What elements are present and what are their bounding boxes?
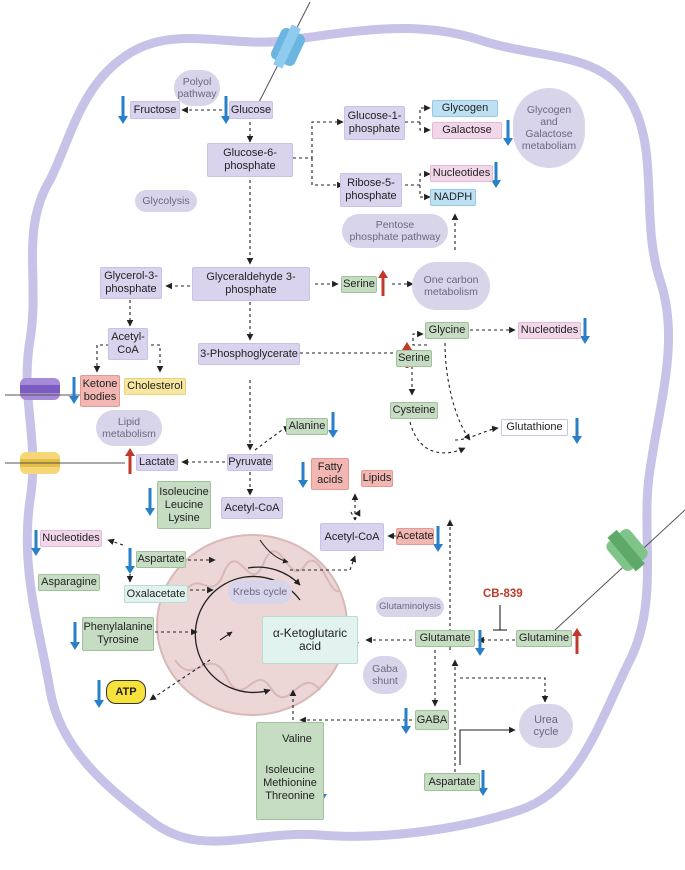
node-glycine: Glycine bbox=[425, 322, 469, 339]
down-arrow-glutamate bbox=[475, 630, 485, 656]
label-krebs-cycle: Krebs cycle bbox=[228, 580, 292, 604]
node-alpha-ketoglutaric-acid: α-Ketoglutaric acid bbox=[262, 616, 358, 664]
node-asparagine: Asparagine bbox=[38, 574, 100, 591]
node-lactate: Lactate bbox=[136, 454, 178, 471]
label-gaba-shunt: Gaba shunt bbox=[363, 656, 407, 694]
down-arrow-ketone bbox=[69, 377, 79, 404]
down-arrow-gaba bbox=[401, 708, 411, 734]
label-pentose-phosphate-pathway: Pentose phosphate pathway bbox=[342, 214, 448, 248]
node-fatty-acids: Fatty acids bbox=[311, 458, 349, 490]
node-fructose: Fructose bbox=[130, 101, 180, 119]
down-arrow-fructose bbox=[118, 96, 128, 124]
node-glutathione: Glutathione bbox=[501, 419, 568, 436]
down-arrow-acetate bbox=[433, 526, 443, 552]
node-valine-group: Valine Isoleucine Methionine Threonine bbox=[256, 722, 324, 820]
cell-membrane bbox=[22, 23, 674, 846]
node-alanine: Alanine bbox=[286, 418, 328, 435]
down-arrow-aspartate-left bbox=[125, 548, 135, 574]
node-galactose: Galactose bbox=[432, 122, 502, 139]
label-glycogen-galactose-metabolism: Glycogen and Galactose metaboliam bbox=[513, 88, 585, 168]
up-arrow-glutamine bbox=[572, 628, 582, 654]
node-isoleucine-methionine-threonine: Isoleucine Methionine Threonine bbox=[263, 764, 317, 802]
label-one-carbon-metabolism: One carbon metabolism bbox=[412, 262, 490, 310]
label-urea-cycle: Urea cycle bbox=[519, 704, 573, 748]
node-aspartate-bottom: Aspartate bbox=[424, 773, 480, 791]
node-atp: ATP bbox=[106, 680, 146, 704]
down-arrow-nucleotides-top bbox=[491, 162, 501, 188]
node-nucleotides-top: Nucleotides bbox=[430, 165, 493, 182]
node-oxalacetate: Oxalacetate bbox=[124, 585, 188, 603]
node-lipids: Lipids bbox=[361, 470, 393, 487]
node-serine-mid: Serine bbox=[396, 350, 432, 367]
node-aspartate-left: Aspartate bbox=[136, 551, 186, 568]
node-nucleotides-mid: Nucleotides bbox=[518, 322, 581, 339]
node-glyceraldehyde-3-phosphate: Glyceraldehyde 3- phosphate bbox=[192, 267, 310, 301]
node-glucose-1-phosphate: Glucose-1- phosphate bbox=[344, 106, 405, 140]
node-glucose: Glucose bbox=[229, 101, 273, 119]
down-arrow-alanine bbox=[328, 412, 338, 438]
down-arrow-fatty-acids bbox=[298, 462, 308, 488]
up-arrow-serine-top bbox=[378, 270, 388, 296]
label-polyol-pathway: Polyol pathway bbox=[174, 70, 220, 106]
down-arrow-glutathione bbox=[572, 418, 582, 444]
node-nucleotides-left: Nucleotides bbox=[40, 530, 102, 547]
node-cholesterol: Cholesterol bbox=[124, 378, 186, 395]
node-serine-top: Serine bbox=[341, 276, 377, 293]
down-arrow-glucose bbox=[221, 96, 231, 124]
channel-left-purple bbox=[5, 378, 85, 400]
down-arrow-bcaa bbox=[145, 488, 155, 516]
down-arrow-atp bbox=[94, 680, 104, 708]
label-lipid-metabolism: Lipid metabolism bbox=[96, 410, 162, 446]
down-arrow-phe-tyr bbox=[70, 622, 80, 650]
node-3-phosphoglycerate: 3-Phosphoglycerate bbox=[198, 343, 300, 365]
up-arrow-lactate bbox=[125, 448, 135, 474]
down-arrow-aspartate-bottom bbox=[478, 770, 488, 796]
node-glutamine: Glutamine bbox=[516, 630, 572, 647]
node-glucose-6-phosphate: Glucose-6- phosphate bbox=[207, 143, 293, 177]
channel-top bbox=[254, 1, 311, 111]
node-glycerol-3-phosphate: Glycerol-3- phosphate bbox=[100, 267, 162, 299]
node-acetate: Acetate bbox=[396, 528, 434, 545]
node-isoleucine-leucine-lysine: Isoleucine Leucine Lysine bbox=[157, 481, 211, 529]
node-valine: Valine bbox=[282, 733, 312, 745]
node-nadph: NADPH bbox=[430, 189, 476, 206]
node-gaba: GABA bbox=[415, 710, 449, 730]
node-cysteine: Cysteine bbox=[390, 402, 438, 419]
node-glycogen: Glycogen bbox=[432, 100, 498, 117]
node-ketone-bodies: Ketone bodies bbox=[80, 375, 120, 407]
label-glycolysis: Glycolysis bbox=[135, 190, 197, 212]
down-arrow-nucleotides-left bbox=[31, 530, 41, 556]
channel-right-green bbox=[554, 509, 685, 631]
node-phenylalanine-tyrosine: Phenylalanine Tyrosine bbox=[82, 617, 154, 651]
channel-left-yellow bbox=[5, 452, 125, 474]
down-arrow-galactose bbox=[503, 120, 513, 146]
label-glutaminolysis: Glutaminolysis bbox=[376, 597, 444, 617]
node-glutamate: Glutamate bbox=[415, 630, 475, 647]
node-pyruvate: Pyruvate bbox=[227, 454, 273, 471]
node-acetyl-coa-lipid: Acetyl- CoA bbox=[108, 328, 148, 360]
label-cb839: CB-839 bbox=[483, 588, 523, 600]
node-acetyl-coa-right: Acetyl-CoA bbox=[320, 523, 384, 551]
node-acetyl-coa: Acetyl-CoA bbox=[221, 497, 283, 519]
down-arrow-nucleotides-mid bbox=[580, 318, 590, 344]
node-ribose-5-phosphate: Ribose-5- phosphate bbox=[340, 173, 402, 207]
